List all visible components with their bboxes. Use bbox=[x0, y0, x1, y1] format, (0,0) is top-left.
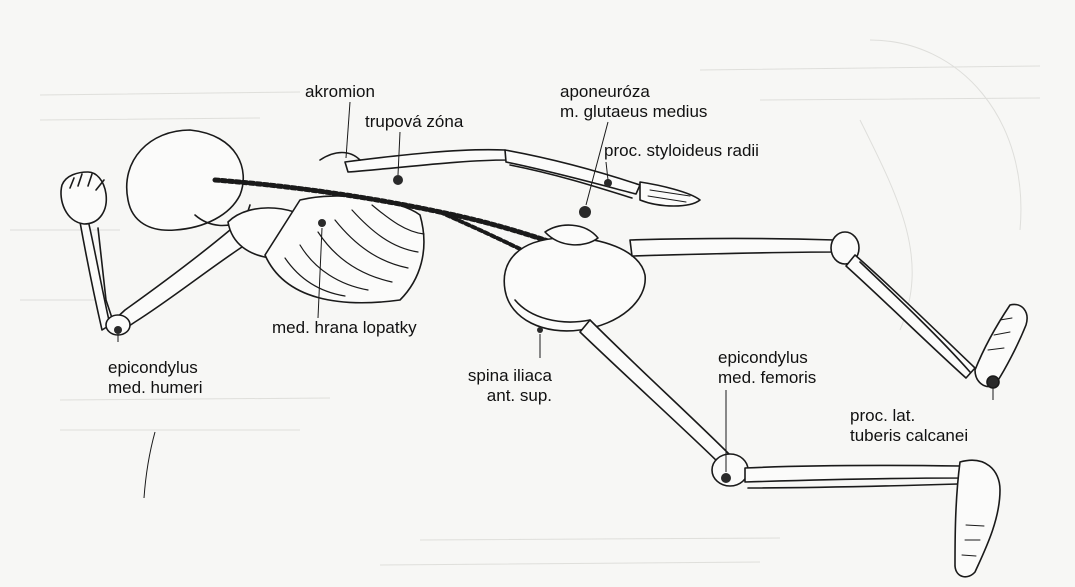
left-knee bbox=[712, 454, 748, 486]
left-foot bbox=[955, 460, 1000, 577]
acromion-outline bbox=[320, 153, 360, 161]
label-styloideus-radii: proc. styloideus radii bbox=[604, 141, 759, 161]
left-hand bbox=[61, 172, 106, 224]
label-tuberis-calcanei: proc. lat. tuberis calcanei bbox=[850, 406, 968, 446]
label-trupova-zona: trupová zóna bbox=[365, 112, 463, 132]
calcaneus-marker bbox=[987, 376, 999, 388]
right-tibia bbox=[846, 255, 975, 378]
right-humerus bbox=[345, 150, 507, 172]
right-foot bbox=[975, 304, 1027, 386]
left-humerus bbox=[112, 230, 245, 332]
right-femur bbox=[630, 239, 835, 257]
label-aponeuroza: aponeuróza m. glutaeus medius bbox=[560, 82, 707, 122]
pelvis bbox=[504, 238, 645, 331]
right-hand bbox=[640, 182, 700, 206]
label-hrana-lopatky: med. hrana lopatky bbox=[272, 318, 417, 338]
left-fibula bbox=[748, 484, 958, 488]
label-epicondylus-humeri: epicondylus med. humeri bbox=[108, 358, 202, 398]
left-tibia bbox=[745, 465, 960, 482]
label-spina-iliaca: spina iliaca ant. sup. bbox=[436, 366, 552, 406]
label-akromion: akromion bbox=[305, 82, 375, 102]
label-epicondylus-femoris: epicondylus med. femoris bbox=[718, 348, 816, 388]
left-forearm bbox=[80, 220, 110, 330]
left-femur bbox=[580, 320, 730, 464]
